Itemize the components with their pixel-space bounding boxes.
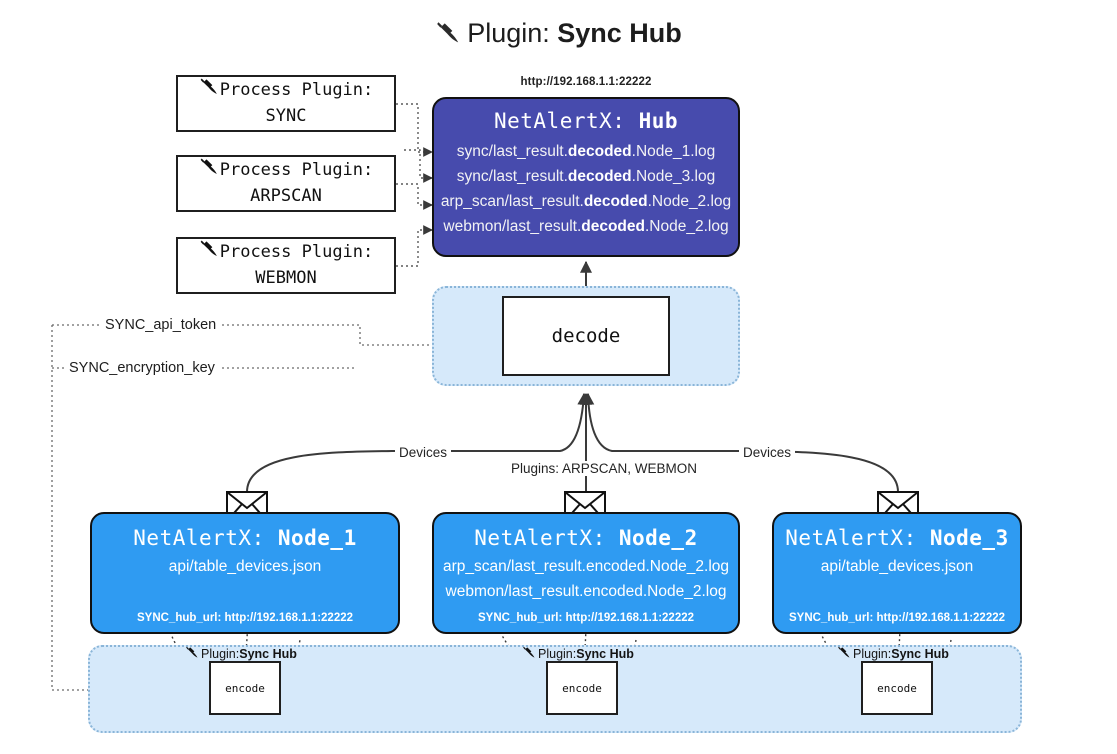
node-line: arp_scan/last_result.encoded.Node_2.log [442,558,730,575]
edge-label-plugins: Plugins: ARPSCAN, WEBMON [507,461,702,476]
node-hub-url: SYNC_hub_url: http://192.168.1.1:22222 [788,612,1006,624]
log-em: decoded [581,218,645,236]
log-post: .Node_2.log [647,193,732,211]
node-title-name: Node_1 [277,526,357,550]
log-pre: sync/last_result. [456,168,568,186]
hub-title: NetAlertX: Hub [434,109,738,133]
plug-icon [185,645,199,662]
process-plugin-line2: WEBMON [255,268,317,288]
hub-url-label: http://192.168.1.1:22222 [520,76,652,88]
process-plugin-line1: Process Plugin: [219,159,374,180]
secret-label-encryption-key: SYNC_encryption_key [64,360,220,376]
plug-icon [522,645,536,662]
plug-icon [837,645,851,662]
hub-node[interactable]: NetAlertX: Hub sync/last_result.decoded.… [432,97,740,257]
encoder-plugin-prefix: Plugin: [853,646,892,661]
encode-box-1[interactable]: encode [209,661,281,715]
encode-box-3[interactable]: encode [861,661,933,715]
encoder-plugin-name: Sync Hub [239,646,297,661]
log-post: .Node_1.log [631,143,716,160]
edge-label-devices-left: Devices [395,445,452,460]
node-line: api/table_devices.json [820,558,974,575]
node-title: NetAlertX: Node_1 [92,526,398,550]
encoder-plugin-name: Sync Hub [576,646,634,661]
log-pre: arp_scan/last_result. [440,193,584,211]
decode-box[interactable]: decode [502,296,670,376]
encoder-plugin-label-1: Plugin: Sync Hub [185,645,297,662]
log-post: .Node_3.log [631,168,716,186]
node-line: webmon/last_result.encoded.Node_2.log [445,583,727,601]
log-em: decoded [567,143,632,160]
node-title-prefix: NetAlertX: [785,526,930,550]
node-title: NetAlertX: Node_2 [434,526,738,550]
node-box-node-3[interactable]: NetAlertX: Node_3 api/table_devices.json… [772,512,1022,634]
encoder-plugin-label-2: Plugin: Sync Hub [522,645,634,662]
node-title: NetAlertX: Node_3 [774,526,1020,550]
plug-icon [199,156,219,184]
hub-title-name: Hub [638,109,678,133]
secret-routing [51,324,496,695]
hub-log-line: webmon/last_result.decoded.Node_2.log [434,214,738,239]
log-em: decoded [583,193,648,211]
log-post: .Node_2.log [644,218,729,236]
encoder-plugin-prefix: Plugin: [538,646,577,661]
encoder-plugin-label-3: Plugin: Sync Hub [837,645,949,662]
node-title-prefix: NetAlertX: [133,526,278,550]
log-em: decoded [567,168,632,186]
node-title-name: Node_2 [618,526,698,550]
page-title-prefix: Plugin: [467,18,558,48]
plug-icon [199,238,219,266]
encoder-plugin-name: Sync Hub [891,646,949,661]
process-plugin-box-arpscan[interactable]: Process Plugin: ARPSCAN [176,155,396,212]
hub-log-line: arp_scan/last_result.decoded.Node_2.log [434,189,738,214]
secret-label-api-token: SYNC_api_token [100,317,222,333]
node-hub-url: SYNC_hub_url: http://192.168.1.1:22222 [477,612,695,624]
log-pre: webmon/last_result. [443,218,582,236]
process-plugin-line2: SYNC [265,106,307,126]
plug-icon [435,19,461,52]
hub-log-line: sync/last_result.decoded.Node_3.log [434,164,738,189]
process-plugin-line1: Process Plugin: [219,79,374,100]
process-plugin-box-sync[interactable]: Process Plugin: SYNC [176,75,396,132]
log-pre: sync/last_result. [456,143,568,160]
page-title: Plugin: Sync Hub [0,18,1117,52]
plug-icon [199,76,219,104]
node-title-prefix: NetAlertX: [474,526,619,550]
node-box-node-1[interactable]: NetAlertX: Node_1 api/table_devices.json… [90,512,400,634]
process-plugin-line1: Process Plugin: [219,241,374,262]
node-title-name: Node_3 [929,526,1009,550]
process-plugin-box-webmon[interactable]: Process Plugin: WEBMON [176,237,396,294]
node-hub-url: SYNC_hub_url: http://192.168.1.1:22222 [136,612,354,624]
encoder-plugin-prefix: Plugin: [201,646,240,661]
hub-log-line: sync/last_result.decoded.Node_1.log [434,139,738,164]
node-to-decode-edges [246,392,899,493]
hub-title-prefix: NetAlertX: [493,109,639,133]
encode-box-2[interactable]: encode [546,661,618,715]
page-title-name: Sync Hub [557,18,682,48]
edge-label-devices-right: Devices [739,445,796,460]
process-plugin-line2: ARPSCAN [250,186,322,206]
node-box-node-2[interactable]: NetAlertX: Node_2 arp_scan/last_result.e… [432,512,740,634]
node-line: api/table_devices.json [168,558,322,575]
plugin-to-hub-links [396,103,433,267]
